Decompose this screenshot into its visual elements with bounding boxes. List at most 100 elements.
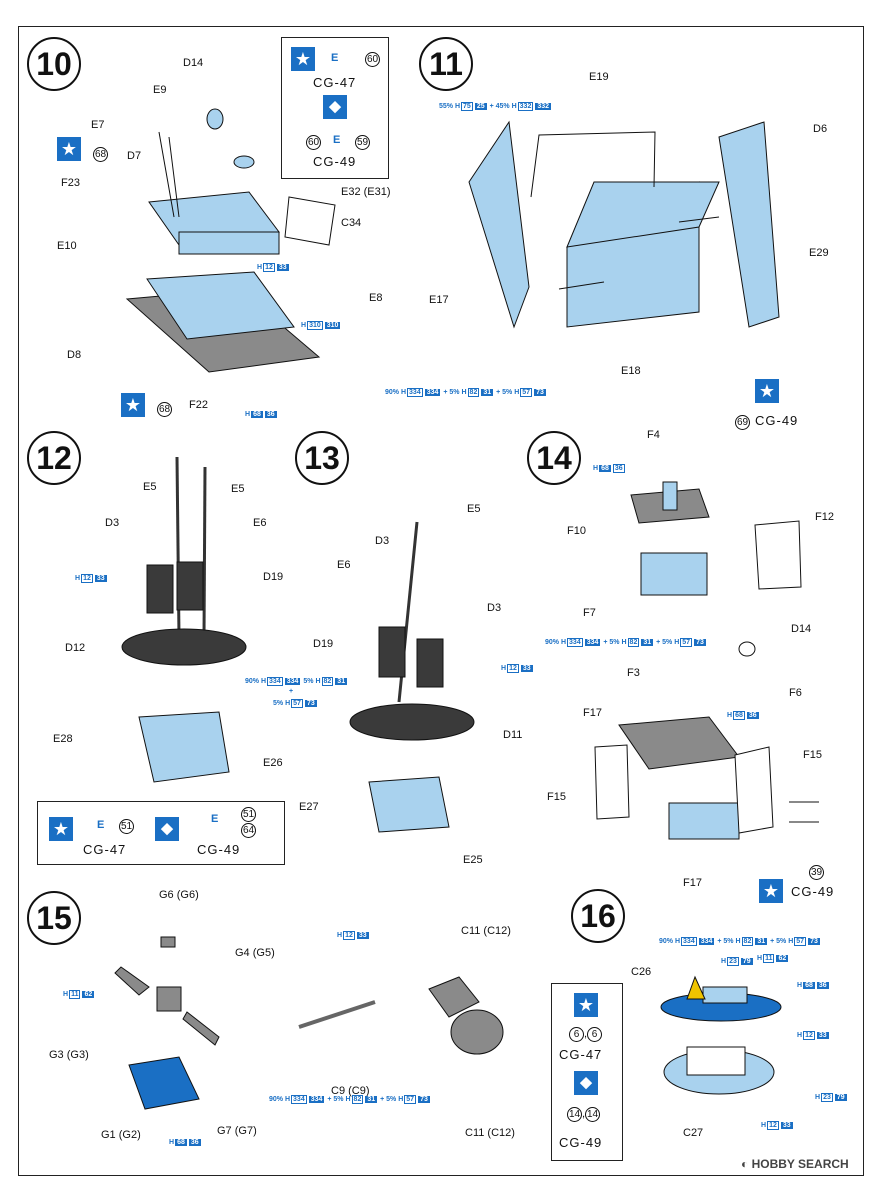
part-label-d19: D19 [313, 638, 334, 650]
diamond-icon: ◆ [155, 817, 179, 841]
diamond-icon: ◆ [574, 1071, 598, 1095]
part-label-c11b: C11 (C12) [465, 1127, 515, 1139]
part-label-c9: C9 (C9) [331, 1085, 370, 1097]
part-label-g7: G7 (G7) [217, 1125, 257, 1137]
part-label-e5b: E5 [231, 483, 245, 495]
step-number-16: 16 [571, 889, 625, 943]
part-number-69: 69 [735, 415, 750, 430]
assembly-arrows [558, 216, 819, 823]
part-label-d19: D19 [263, 571, 284, 583]
part-number-39: 39 [809, 865, 824, 880]
part-label-f12: F12 [815, 511, 834, 523]
ship-cg49-label: CG-49 [313, 154, 357, 169]
part-label-c27: C27 [683, 1127, 704, 1139]
part-label-d14: D14 [791, 623, 812, 635]
paint-callout: + [289, 688, 294, 695]
part-label-c26: C26 [631, 966, 652, 978]
part-label-f17b: F17 [683, 877, 702, 889]
part-label-f17: F17 [583, 707, 602, 719]
part-number-68: 68 [93, 147, 108, 162]
part-label-d8: D8 [67, 349, 82, 361]
part-label-d3b: D3 [487, 602, 502, 614]
part-label-e29: E29 [809, 247, 829, 259]
star-icon: ★ [759, 879, 783, 903]
part-label-d7: D7 [127, 150, 142, 162]
part-label-e25: E25 [463, 854, 483, 866]
part-label-f15b: F15 [547, 791, 566, 803]
part-e-label: E [97, 819, 105, 831]
part-label-e28: E28 [53, 733, 73, 745]
part-label-e7: E7 [91, 119, 105, 131]
ship-cg49-label: CG-49 [755, 413, 799, 428]
part-number-60b: 60 [306, 135, 321, 150]
ship-cg47-label: CG-47 [313, 75, 357, 90]
star-icon: ★ [755, 379, 779, 403]
part-label-e19: E19 [589, 71, 609, 83]
part-e-label: E [331, 52, 339, 64]
star-icon: ★ [291, 47, 315, 71]
part-label-f4: F4 [647, 429, 660, 441]
step13-assembly [349, 521, 475, 833]
part-label-f6: F6 [789, 687, 802, 699]
part-label-f3: F3 [627, 667, 640, 679]
part-number-60: 60 [365, 52, 380, 67]
part-label-e8: E8 [369, 292, 383, 304]
part-label-e10: E10 [57, 240, 77, 252]
ship-cg47-label: CG-47 [83, 842, 127, 857]
part-number-64: 64 [241, 823, 256, 838]
part-label-f15: F15 [803, 749, 822, 761]
part-label-g6: G6 (G6) [159, 889, 199, 901]
part-number-pair-6: 6,6 [569, 1027, 603, 1042]
part-label-e5: E5 [467, 503, 481, 515]
star-icon: ★ [574, 993, 598, 1017]
step15-assembly [114, 936, 504, 1110]
instruction-sheet: 10 ★ E 60 CG-47 ◆ 60 E 59 CG-49 ★ 68 ★ 6… [18, 26, 864, 1176]
part-e-label-2: E [333, 134, 341, 146]
part-number-pair-14: 14,14 [567, 1107, 601, 1122]
part-label-c11: C11 (C12) [461, 925, 511, 937]
step11-assembly [468, 120, 780, 329]
part-label-d11: D11 [503, 729, 523, 741]
assembly-illustrations [114, 108, 819, 1110]
step-number-11: 11 [419, 37, 473, 91]
star-icon: ★ [57, 137, 81, 161]
ship-cg49-label: CG-49 [791, 884, 835, 899]
step-number-15: 15 [27, 891, 81, 945]
ship-variant-box-16 [551, 983, 623, 1161]
part-label-e32: E32 (E31) [341, 186, 391, 198]
part-number-68b: 68 [157, 402, 172, 417]
ship-cg49-label: CG-49 [197, 842, 241, 857]
part-label-e9: E9 [153, 84, 167, 96]
part-label-d14: D14 [183, 57, 204, 69]
part-number-51b: 51 [241, 807, 256, 822]
step-number-13: 13 [295, 431, 349, 485]
part-label-e26: E26 [263, 757, 283, 769]
step-number-14: 14 [527, 431, 581, 485]
logo-icon: ◐ [741, 1157, 749, 1171]
star-icon: ★ [121, 393, 145, 417]
part-label-d6: D6 [813, 123, 828, 135]
part-label-g1: G1 (G2) [101, 1129, 141, 1141]
diamond-icon: ◆ [323, 95, 347, 119]
part-label-f7: F7 [583, 607, 596, 619]
part-label-d3: D3 [375, 535, 390, 547]
part-label-c34: C34 [341, 217, 362, 229]
